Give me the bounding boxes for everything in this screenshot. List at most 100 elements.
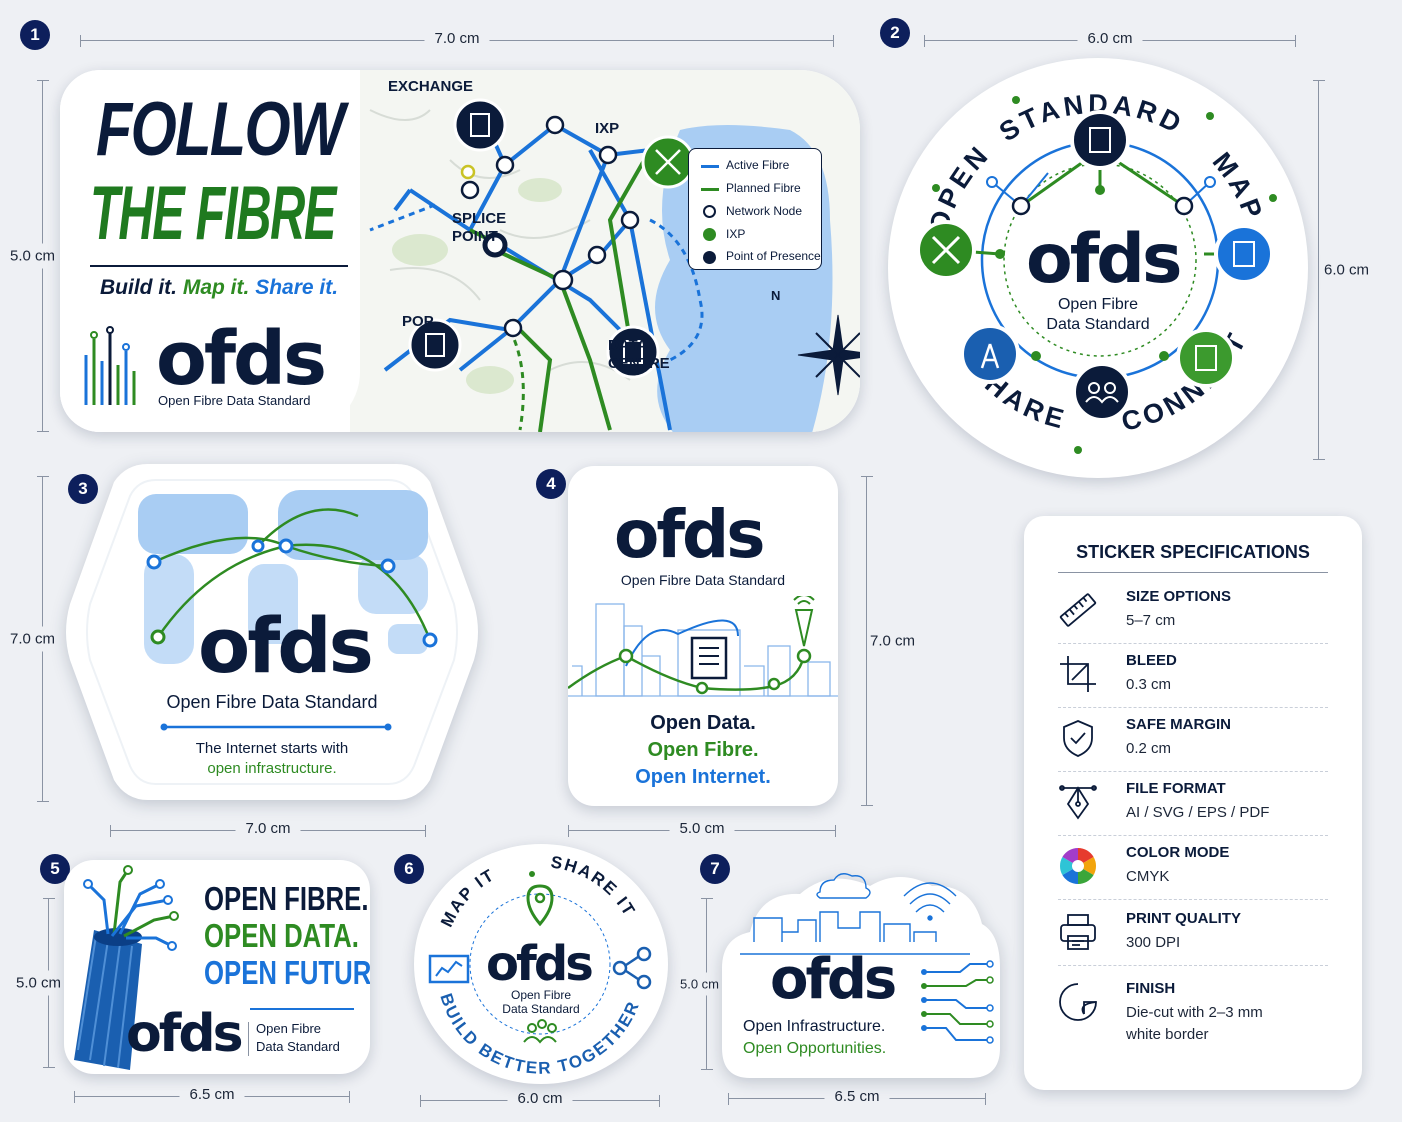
sticker-1-number: 1 xyxy=(20,20,50,50)
sticker-7-logo: ofds xyxy=(770,947,897,1012)
sticker-5-logo-sub1: Open Fibre xyxy=(256,1021,322,1036)
map-label-ixp: IXP xyxy=(595,120,620,137)
sticker-7-line2: Open Opportunities. xyxy=(743,1040,887,1057)
sticker-3-height-dimension: 7.0 cm xyxy=(10,476,56,802)
spec-print-quality: PRINT QUALITY 300 DPI xyxy=(1058,902,1328,966)
spec-label: SAFE MARGIN xyxy=(1126,716,1231,733)
spec-label: PRINT QUALITY xyxy=(1126,910,1241,927)
map-label-pop: POP xyxy=(402,313,434,330)
sticker-3-line2: open infrastructure. xyxy=(207,760,337,777)
spec-finish: FINISH Die-cut with 2–3 mm white border xyxy=(1058,972,1328,1062)
sticker-3-line1: The Internet starts with xyxy=(195,740,349,757)
map-legend: Active Fibre Planned Fibre Network Node … xyxy=(688,148,822,270)
sticker-4-height-label: 7.0 cm xyxy=(870,628,916,654)
spec-label: FILE FORMAT xyxy=(1126,780,1226,797)
sticker-6-graphic: MAP IT SHARE IT BUILD BETTER TOGETHER xyxy=(428,852,652,1078)
sticker-5-width-label: 6.5 cm xyxy=(179,1086,245,1103)
sticker-5-logo-sub2: Data Standard xyxy=(256,1039,340,1054)
svg-text:MAP IT: MAP IT xyxy=(437,865,498,930)
sticker-6-logo: ofds xyxy=(486,936,594,992)
sticker-5-logo-separator xyxy=(248,1022,249,1056)
sticker-4-logo-subtitle: Open Fibre Data Standard xyxy=(620,572,786,588)
spec-label: COLOR MODE xyxy=(1126,844,1230,861)
tagline: Build it. Map it. Share it. xyxy=(100,276,338,300)
sticker-2-logo: ofds xyxy=(1026,220,1182,299)
sticker-6-number: 6 xyxy=(394,854,424,884)
map-label-splice: SPLICE xyxy=(452,210,507,227)
sticker-2-logo-sub1: Open Fibre xyxy=(1057,296,1139,313)
spec-file-format: FILE FORMAT AI / SVG / EPS / PDF xyxy=(1058,772,1328,836)
spec-value: 0.2 cm xyxy=(1126,740,1172,757)
printer-icon xyxy=(1060,914,1096,950)
sticker-1-height-dimension: 5.0 cm xyxy=(10,80,56,432)
sticker-3 xyxy=(66,464,478,800)
sticker-3-width-dimension: 7.0 cm xyxy=(110,820,426,840)
sticker-2-logo-sub2: Data Standard xyxy=(1046,316,1150,333)
sticker-3-logo: ofds xyxy=(198,601,374,690)
spec-label: FINISH xyxy=(1126,980,1176,997)
sticker-5-height-label: 5.0 cm xyxy=(16,970,62,996)
sticker-4-width-label: 5.0 cm xyxy=(669,820,735,837)
spec-safe-margin: SAFE MARGIN 0.2 cm xyxy=(1058,708,1328,772)
shield-check-icon xyxy=(1063,720,1093,757)
svg-text:MAP: MAP xyxy=(1207,147,1270,226)
sticker-5-width-dimension: 6.5 cm xyxy=(74,1086,350,1106)
sticker-6-width-label: 6.0 cm xyxy=(507,1090,573,1107)
sticker-3-width-label: 7.0 cm xyxy=(235,820,301,837)
sticker-5-line3: OPEN FUTURE. xyxy=(204,954,370,991)
fibre-cable-icon xyxy=(74,865,179,1070)
sticker-4-width-dimension: 5.0 cm xyxy=(568,820,836,840)
legend-network-node: Network Node xyxy=(726,204,803,218)
spec-value-line2: white border xyxy=(1126,1025,1209,1043)
sticker-5-line1: OPEN FIBRE. xyxy=(204,880,369,917)
legend-point-of-presence: Point of Presence xyxy=(726,249,821,263)
sticker-2-width-label: 6.0 cm xyxy=(1077,30,1143,47)
spec-size-options: SIZE OPTIONS 5–7 cm xyxy=(1058,580,1328,644)
spec-color-mode: COLOR MODE CMYK xyxy=(1058,836,1328,900)
spec-label: SIZE OPTIONS xyxy=(1126,588,1232,605)
headline-follow: FOLLOW xyxy=(96,87,345,172)
sticker-7-width-label: 6.5 cm xyxy=(824,1088,890,1105)
color-wheel-icon xyxy=(1059,848,1097,884)
sticker-4-line3: Open Internet. xyxy=(635,766,771,788)
sticker-2-number: 2 xyxy=(880,18,910,48)
ruler-icon xyxy=(1059,593,1097,627)
sticker-1-logo: ofds xyxy=(156,316,327,402)
sticker-1-width-label: 7.0 cm xyxy=(424,30,490,47)
map-label-centre: CENTRE xyxy=(608,355,670,372)
spec-value: 300 DPI xyxy=(1126,934,1181,951)
legend-planned-fibre: Planned Fibre xyxy=(726,181,801,195)
ring-word-map: MAP xyxy=(1207,147,1266,226)
map-label-data: DATA xyxy=(608,337,648,354)
spec-value-line1: Die-cut with 2–3 mm xyxy=(1126,1004,1263,1021)
svg-text:SHARE IT: SHARE IT xyxy=(549,852,639,920)
legend-ixp: IXP xyxy=(726,227,746,241)
sticker-6-logo-sub1: Open Fibre xyxy=(510,988,572,1002)
sticker-6-width-dimension: 6.0 cm xyxy=(420,1090,660,1110)
sticker-3-number: 3 xyxy=(68,474,98,504)
pen-tool-icon xyxy=(1059,785,1097,820)
spec-label: BLEED xyxy=(1126,652,1177,669)
spec-bleed: BLEED 0.3 cm xyxy=(1058,644,1328,708)
specs-panel: STICKER SPECIFICATIONS SIZE OPTIONS 5–7 … xyxy=(1024,516,1362,1090)
sticker-1: EXCHANGE IXP SPLICE POINT POP DATA CENTR… xyxy=(60,70,860,432)
sticker-1-logo-subtitle: Open Fibre Data Standard xyxy=(158,393,311,408)
sticker-2-height-dimension: 6.0 cm xyxy=(1308,80,1370,460)
tag-build: Build it. xyxy=(100,276,177,299)
sticker-2-ring-graphic: OPEN STANDARD MAP SHARE CONNECT xyxy=(916,89,1277,454)
sticker-5: OPEN FIBRE. OPEN DATA. OPEN FUTURE. ofds… xyxy=(64,860,370,1074)
sticker-4-line1: Open Data. xyxy=(650,712,756,734)
map-label-exchange: EXCHANGE xyxy=(388,78,474,95)
arc-share-it: SHARE IT xyxy=(549,852,637,920)
city-skyline-graphic xyxy=(568,596,838,697)
sticker-7-height-label: 5.0 cm xyxy=(680,972,720,996)
sticker-7-line1: Open Infrastructure. xyxy=(743,1018,886,1035)
spec-value: 5–7 cm xyxy=(1126,612,1176,629)
tag-map: Map it. xyxy=(182,276,250,299)
sticker-5-height-dimension: 5.0 cm xyxy=(16,898,62,1068)
crop-icon xyxy=(1060,656,1096,692)
arc-map-it: MAP IT xyxy=(437,865,496,930)
headline-divider xyxy=(90,265,348,267)
map-label-point: POINT xyxy=(452,228,498,245)
sticker-7-height-dimension: 5.0 cm xyxy=(680,898,720,1070)
